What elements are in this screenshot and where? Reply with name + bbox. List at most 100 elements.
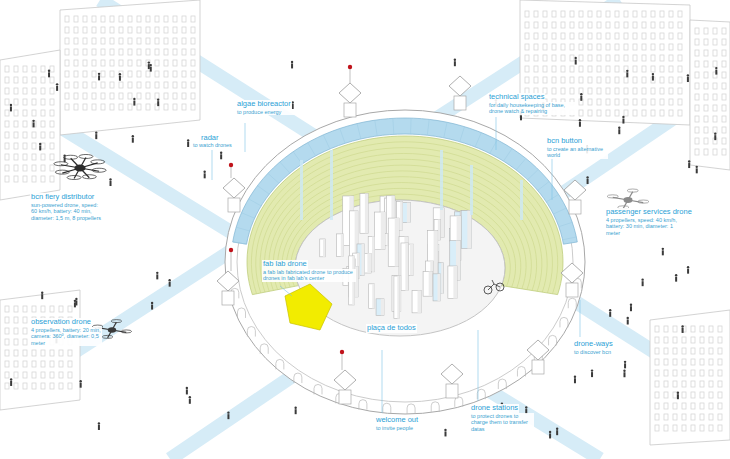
- person-head: [56, 83, 58, 85]
- column-shade: [429, 271, 433, 296]
- window: [534, 33, 538, 39]
- person: [609, 312, 611, 317]
- person: [119, 76, 121, 81]
- window: [606, 55, 610, 61]
- window: [718, 326, 722, 332]
- person: [579, 122, 581, 127]
- window: [615, 44, 619, 50]
- window: [534, 44, 538, 50]
- window: [5, 306, 9, 312]
- window: [704, 50, 708, 56]
- window: [588, 99, 592, 105]
- window: [50, 132, 54, 138]
- window: [146, 27, 150, 33]
- window: [691, 370, 695, 376]
- window: [173, 93, 177, 99]
- column: [394, 276, 400, 319]
- window: [722, 50, 726, 56]
- window: [642, 55, 646, 61]
- column: [401, 243, 408, 291]
- window: [65, 27, 69, 33]
- roof-rib: [268, 173, 279, 183]
- window: [137, 27, 141, 33]
- window: [606, 66, 610, 72]
- column-shade: [381, 299, 384, 315]
- station-base: [228, 198, 240, 212]
- window: [722, 149, 726, 155]
- window: [68, 383, 72, 389]
- callout-note: to produce energy: [236, 109, 313, 115]
- window: [673, 403, 677, 409]
- window: [59, 306, 63, 312]
- station-base: [222, 291, 234, 305]
- window: [682, 359, 686, 365]
- window: [101, 71, 105, 77]
- building-facade: [0, 290, 80, 410]
- window: [155, 93, 159, 99]
- window: [678, 110, 682, 116]
- window: [673, 359, 677, 365]
- window: [624, 88, 628, 94]
- callout-note: to invite people: [375, 425, 437, 431]
- radar-light: [348, 65, 352, 69]
- person-head: [580, 93, 582, 95]
- person: [630, 306, 632, 311]
- window: [588, 11, 592, 17]
- window: [32, 110, 36, 116]
- window: [606, 99, 610, 105]
- window: [101, 60, 105, 66]
- window: [673, 414, 677, 420]
- window: [678, 88, 682, 94]
- window: [101, 49, 105, 55]
- window: [704, 61, 708, 67]
- person: [627, 319, 629, 324]
- person-head: [119, 73, 121, 75]
- window: [682, 425, 686, 431]
- person-head: [157, 98, 159, 100]
- window: [579, 77, 583, 83]
- station-base: [446, 384, 458, 398]
- person: [291, 63, 293, 68]
- window: [155, 60, 159, 66]
- person-head: [715, 67, 717, 69]
- window: [561, 88, 565, 94]
- callout-heading: bcn fiery distributor: [30, 193, 95, 202]
- roof-rib: [553, 208, 566, 214]
- window: [92, 49, 96, 55]
- window: [23, 165, 27, 171]
- window: [704, 127, 708, 133]
- window: [624, 33, 628, 39]
- window: [525, 44, 529, 50]
- arch: [517, 366, 525, 376]
- roof-rib: [546, 194, 558, 202]
- window: [50, 99, 54, 105]
- person: [715, 70, 717, 75]
- column-shade: [405, 243, 408, 291]
- window: [552, 33, 556, 39]
- window: [713, 50, 717, 56]
- window: [691, 403, 695, 409]
- window: [678, 66, 682, 72]
- window: [65, 82, 69, 88]
- person: [110, 181, 112, 186]
- window: [23, 88, 27, 94]
- window: [5, 121, 9, 127]
- window: [137, 82, 141, 88]
- person-head: [630, 303, 632, 305]
- person-head: [623, 370, 625, 372]
- column-shade: [438, 274, 441, 301]
- person: [169, 282, 171, 287]
- callout-note: 4 propellers, battery: 20 min, camera: 3…: [30, 327, 102, 346]
- window: [65, 16, 69, 22]
- person-head: [10, 104, 12, 106]
- window: [110, 27, 114, 33]
- person: [204, 173, 206, 178]
- person-head: [609, 309, 611, 311]
- window: [525, 33, 529, 39]
- arch: [498, 379, 506, 389]
- window: [182, 49, 186, 55]
- window: [23, 306, 27, 312]
- person-head: [294, 406, 296, 408]
- window: [579, 55, 583, 61]
- window: [164, 93, 168, 99]
